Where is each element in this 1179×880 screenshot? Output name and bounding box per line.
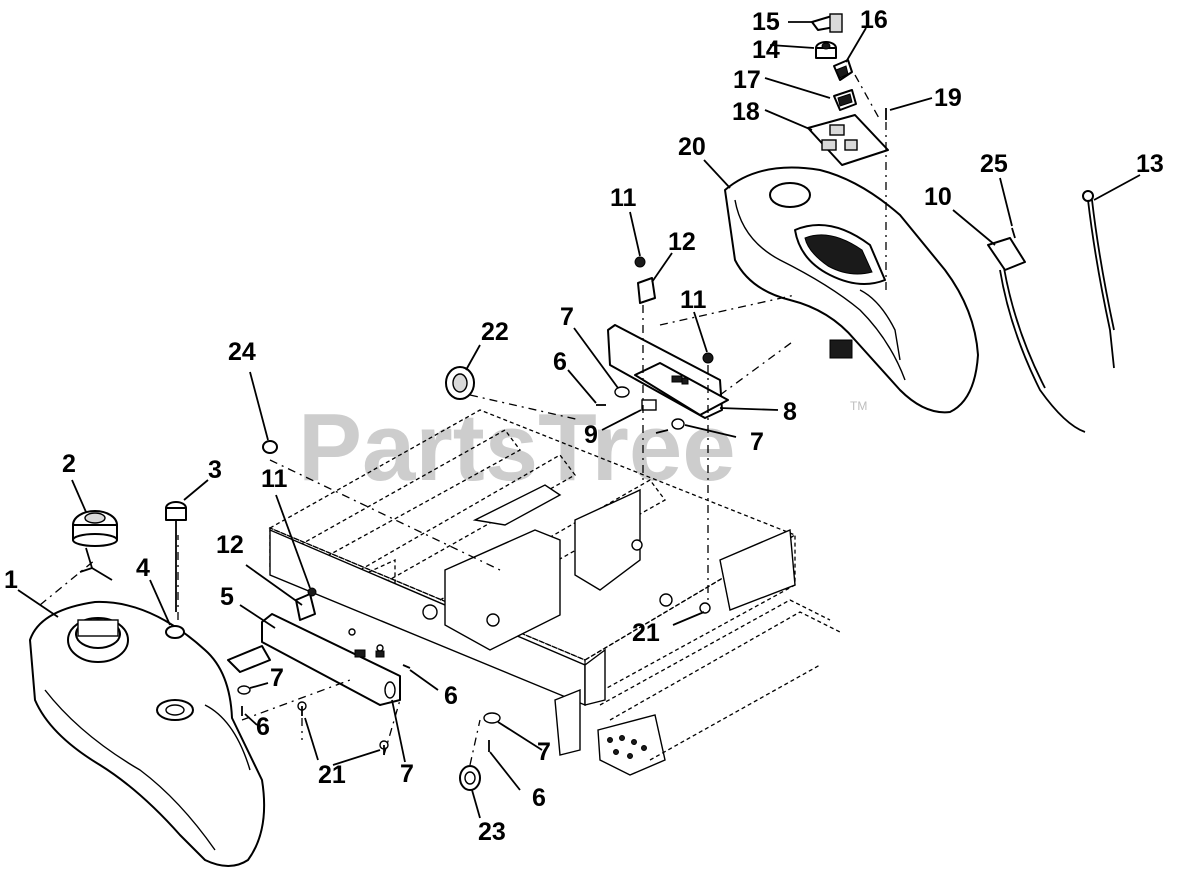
callout-19: 19	[934, 84, 962, 112]
washer-7c	[483, 712, 501, 724]
dash-plate	[807, 114, 889, 166]
switch-17	[833, 89, 857, 111]
grommet-22	[445, 366, 475, 400]
screw-6c	[402, 664, 411, 669]
screw-25	[1011, 227, 1016, 239]
callout-18: 18	[732, 98, 760, 126]
callout-10: 10	[924, 183, 952, 211]
callout-2: 2	[62, 450, 76, 478]
callout-13: 13	[1136, 150, 1164, 178]
callout-7-front: 7	[537, 738, 551, 766]
callout-11-right: 11	[680, 286, 707, 314]
washer-7e	[671, 418, 685, 430]
nut-lower	[307, 587, 317, 597]
chassis-frame	[268, 409, 841, 776]
ignition-switch	[815, 41, 837, 59]
choke-cable	[1082, 190, 1115, 369]
fender-bracket	[607, 324, 729, 419]
washer-7d	[614, 386, 630, 398]
callout-6-front: 6	[532, 784, 546, 812]
callout-4: 4	[136, 554, 150, 582]
clip-lower	[295, 593, 316, 621]
washer-7a	[237, 685, 251, 695]
fuel-cap	[72, 510, 118, 581]
callout-9: 9	[584, 421, 598, 449]
callout-11-lower: 11	[261, 465, 288, 493]
callout-23: 23	[478, 818, 506, 846]
callout-25: 25	[980, 150, 1008, 178]
callout-12-upper: 12	[668, 228, 696, 256]
assembly-lines	[39, 74, 887, 766]
tank-bracket	[227, 613, 401, 706]
callout-12-lower: 12	[216, 531, 244, 559]
grommet-24	[262, 440, 278, 454]
throttle-cable	[987, 237, 1086, 433]
callout-5: 5	[220, 583, 234, 611]
spacer-9	[641, 399, 657, 411]
key	[811, 13, 843, 33]
callout-6-bracket: 6	[444, 682, 458, 710]
callout-6-lower-left: 6	[256, 713, 270, 741]
leader-lines	[17, 21, 1141, 819]
callout-8: 8	[783, 398, 797, 426]
callout-21-upper: 21	[632, 619, 660, 647]
switch-16	[833, 59, 853, 81]
fuel-tank	[29, 600, 266, 867]
fuel-filler-neck	[165, 501, 187, 612]
watermark-trademark: TM	[850, 399, 867, 413]
callout-24: 24	[228, 338, 256, 366]
washer-7b	[384, 681, 396, 699]
callout-15: 15	[752, 8, 780, 36]
bolt-21-upper	[699, 602, 711, 614]
watermark-text: PartsTree	[298, 394, 736, 501]
callout-7-bracket: 7	[400, 760, 414, 788]
callout-7-right: 7	[750, 428, 764, 456]
nut-11a	[634, 256, 646, 268]
callout-20: 20	[678, 133, 706, 161]
callout-6-upper: 6	[553, 348, 567, 376]
bolts-21-lower	[297, 701, 389, 755]
grommet	[165, 625, 185, 639]
callout-3: 3	[208, 456, 222, 484]
callout-14: 14	[752, 36, 780, 64]
callout-22: 22	[481, 318, 509, 346]
fender-console	[724, 166, 979, 414]
callout-1: 1	[4, 566, 18, 594]
clip-upper	[637, 277, 656, 304]
callouts: 1 2 3 4 5 6 6 6 6 7 7 7 7 7 8 9 10 11 11…	[4, 6, 1164, 846]
grommet-23	[459, 765, 481, 791]
callout-7-lower-left: 7	[270, 664, 284, 692]
nut-11b	[702, 352, 714, 364]
callout-17: 17	[733, 66, 761, 94]
callout-16: 16	[860, 6, 888, 34]
callout-21-lower: 21	[318, 761, 346, 789]
callout-7-upper: 7	[560, 303, 574, 331]
callout-11-upper: 11	[610, 184, 637, 212]
